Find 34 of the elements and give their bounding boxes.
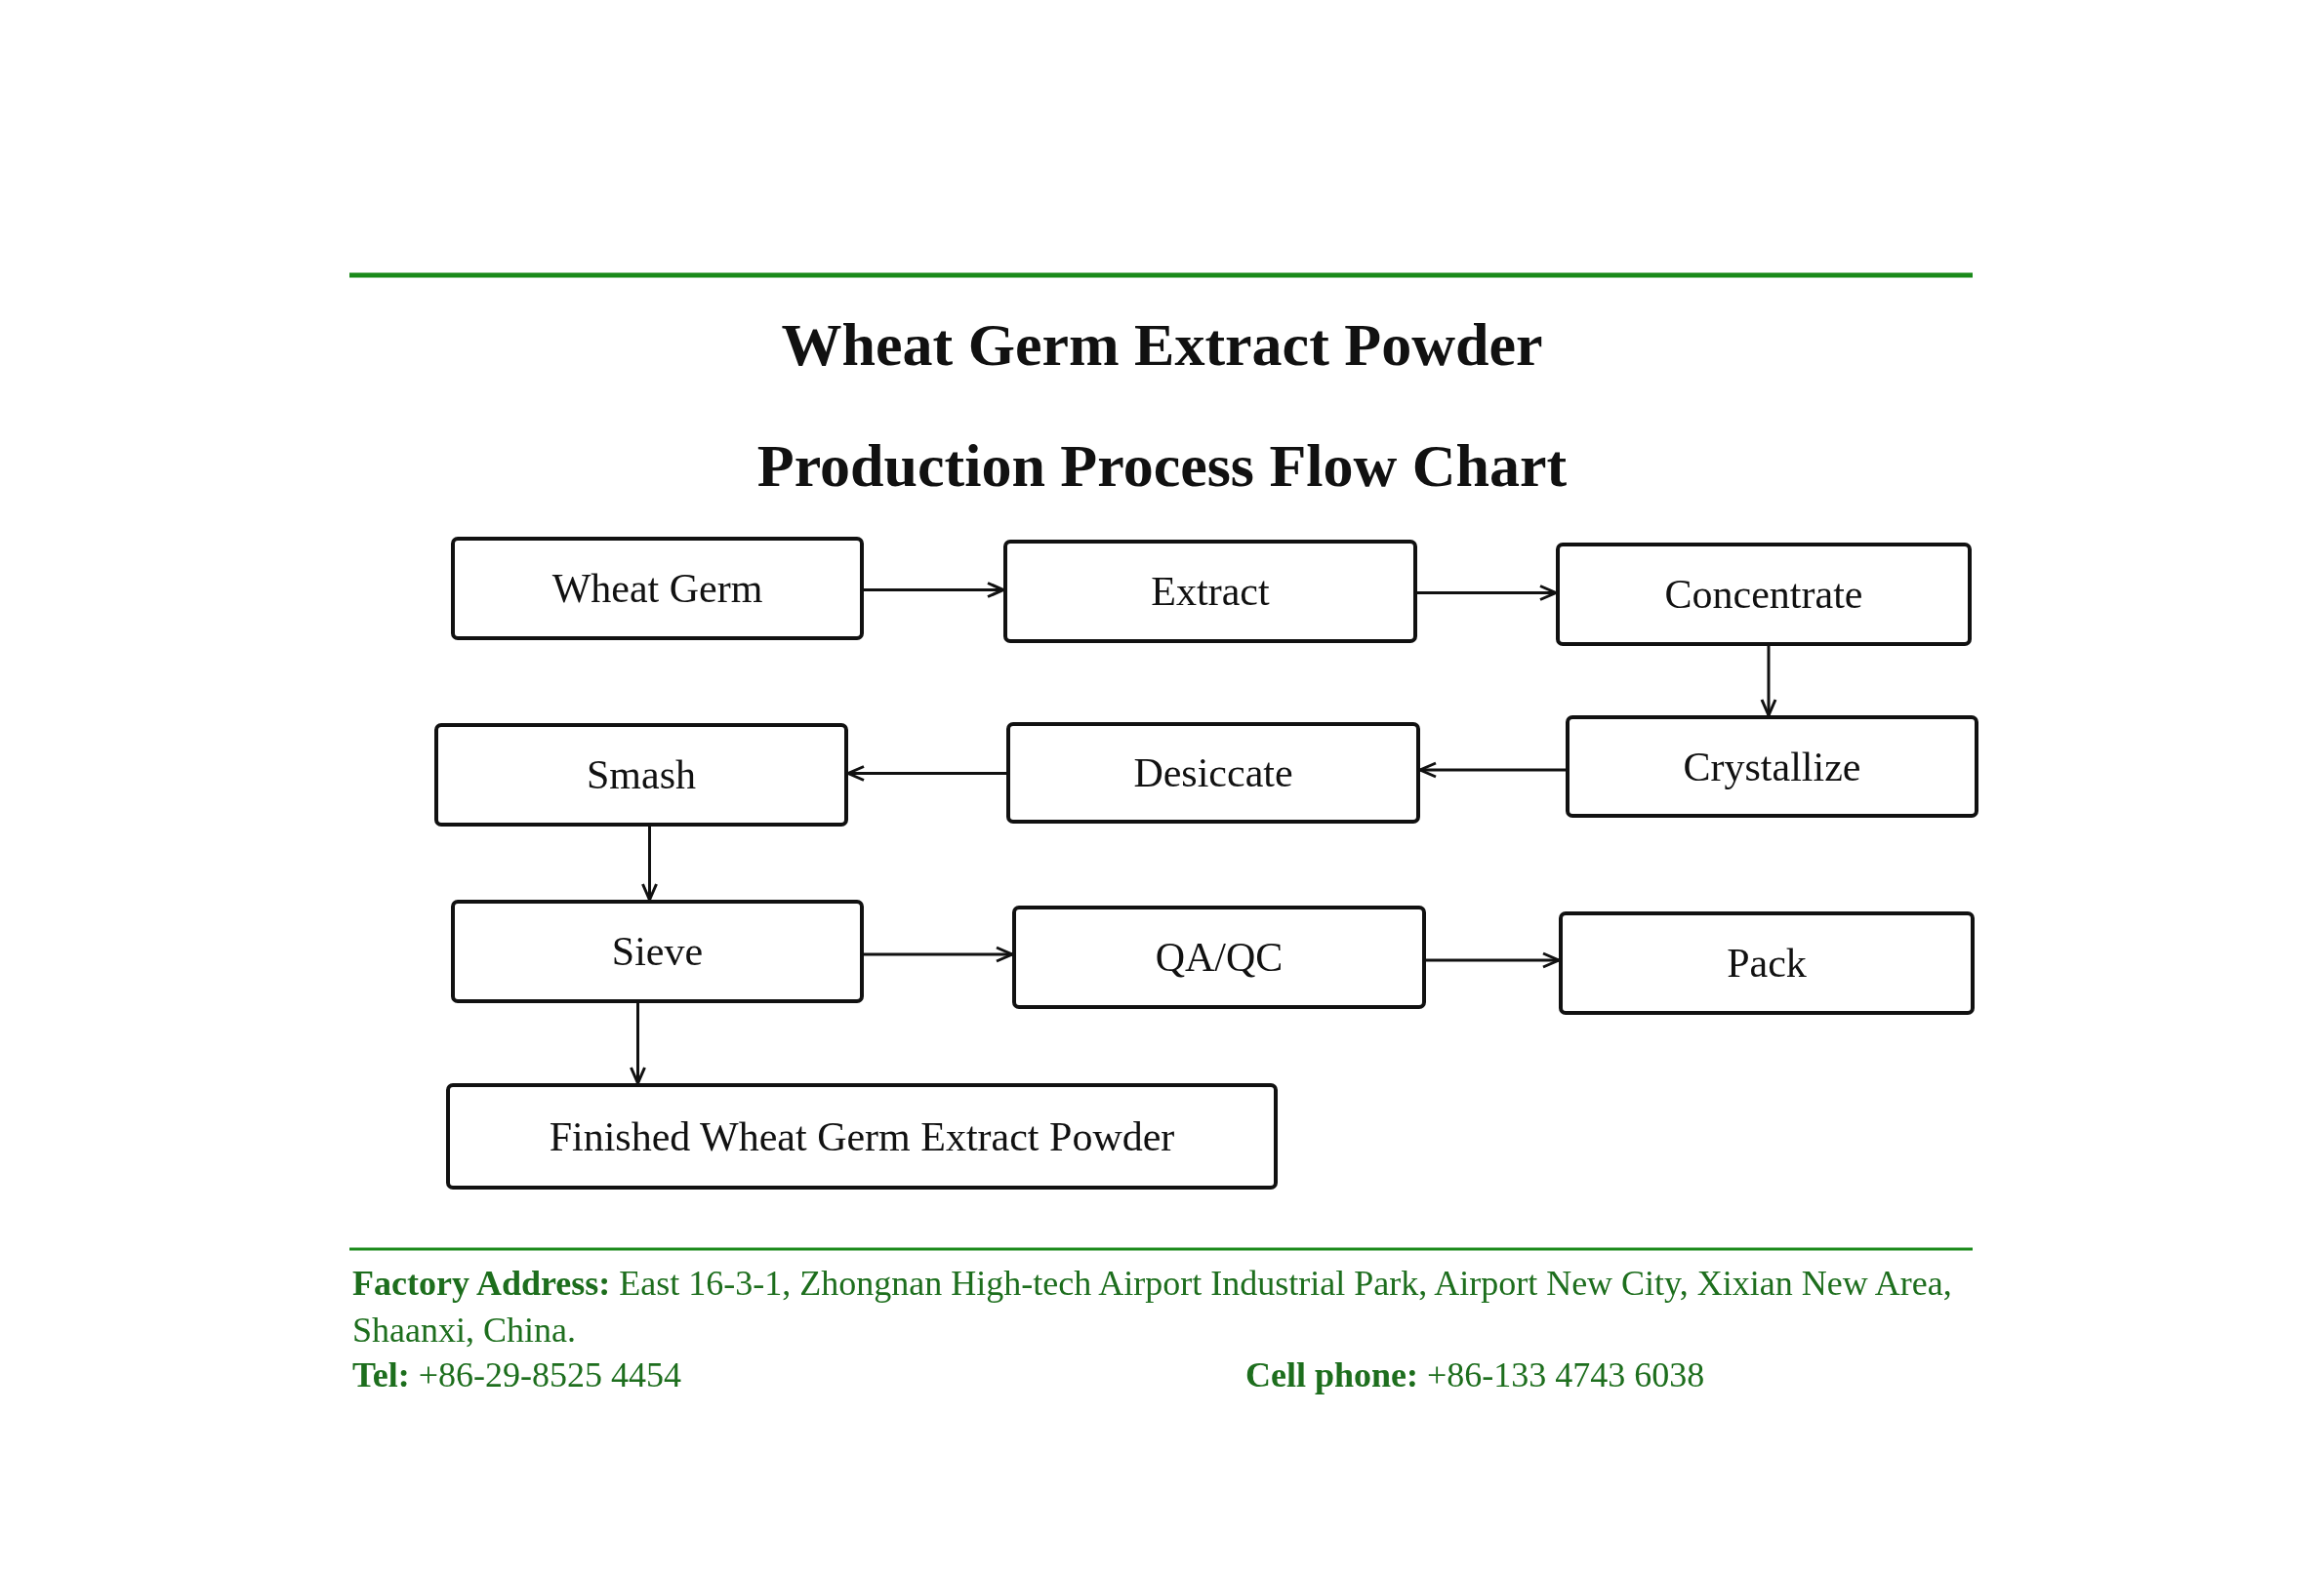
process-box	[1006, 722, 1420, 824]
process-box	[1559, 911, 1975, 1015]
arrow	[864, 946, 1014, 963]
process-box	[1003, 540, 1417, 643]
arrow	[630, 1003, 646, 1085]
step-label: QA/QC	[1155, 934, 1284, 981]
step-label: Concentrate	[1664, 571, 1863, 618]
step-label: Finished Wheat Germ Extract Powder	[549, 1112, 1175, 1160]
process-box	[434, 723, 848, 827]
step-label: Crystallize	[1683, 743, 1861, 790]
step-label: Desiccate	[1133, 749, 1293, 796]
process-box	[451, 900, 864, 1003]
arrow	[1760, 646, 1777, 717]
process-box	[446, 1083, 1278, 1190]
title: Wheat Germ Extract Powder	[780, 310, 1544, 380]
process-box	[1566, 715, 1978, 818]
arrow	[1417, 585, 1558, 601]
step-label: Smash	[587, 751, 696, 798]
address-text: Factory Address: East 16-3-1, Zhongnan High-tech Airport Industrial Park, Airport New City, Xixian New Area, Shaanxi, China.	[352, 1263, 1953, 1352]
process-box	[1012, 906, 1426, 1009]
arrow	[1418, 761, 1566, 779]
arrow	[641, 827, 658, 902]
arrow	[846, 765, 1006, 782]
step-label: Sieve	[611, 928, 704, 975]
arrow	[864, 582, 1005, 598]
process-box	[1556, 543, 1972, 646]
subtitle: Production Process Flow Chart	[755, 431, 1569, 501]
phone-text: Tel: +86-29-8525 4454	[352, 1354, 681, 1396]
step-label: Pack	[1727, 940, 1807, 987]
step-label: Extract	[1151, 568, 1270, 615]
phone-text: Cell phone: +86-133 4743 6038	[1245, 1354, 1705, 1396]
arrow	[1426, 951, 1561, 969]
step-label: Wheat Germ	[551, 565, 763, 612]
process-box	[451, 537, 864, 640]
